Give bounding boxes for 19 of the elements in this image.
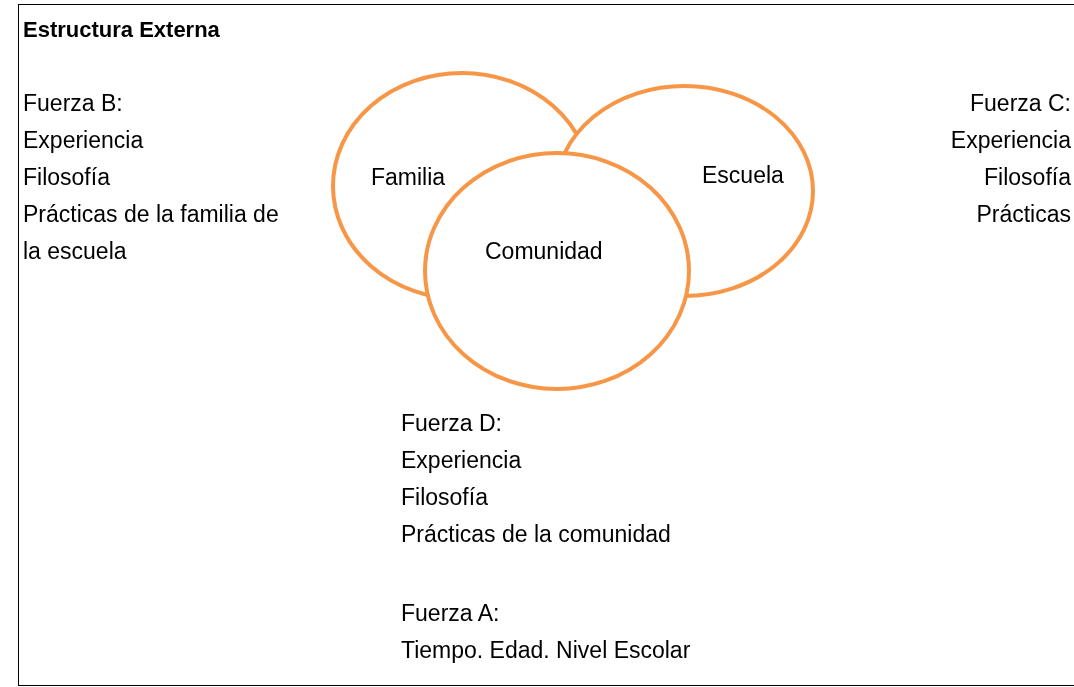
force-text: Fuerza D: <box>401 409 503 438</box>
force-text: Filosofía <box>401 483 489 512</box>
force-text: Prácticas de la comunidad <box>401 520 672 549</box>
force-text: Filosofía <box>23 163 111 192</box>
force-text: Experiencia <box>401 446 523 475</box>
force-text: Fuerza A: <box>401 599 501 628</box>
circle-label: Familia <box>371 164 446 191</box>
force-text: Tiempo. Edad. Nivel Escolar <box>401 636 692 665</box>
force-text: Prácticas <box>975 200 1071 229</box>
frame-box <box>18 4 1074 686</box>
force-text: Filosofía <box>983 163 1071 192</box>
circle-label: Comunidad <box>485 238 603 265</box>
force-text: Prácticas de la familia de la escuela <box>23 200 280 266</box>
force-text: Fuerza B: <box>23 89 124 118</box>
circle-label: Escuela <box>702 162 784 189</box>
force-text: Fuerza C: <box>969 89 1071 118</box>
heading: Estructura Externa <box>23 17 220 43</box>
force-text: Experiencia <box>23 126 145 155</box>
force-text: Experiencia <box>949 126 1071 155</box>
